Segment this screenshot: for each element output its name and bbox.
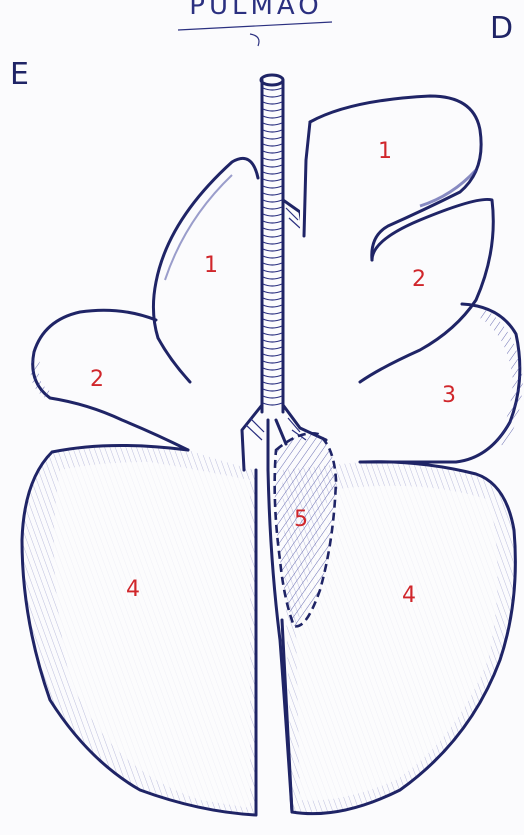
- label-right-middle-lobe: 2: [412, 267, 426, 292]
- trachea-ring: [263, 382, 282, 384]
- title-underline-tail: [250, 34, 259, 46]
- trachea-ring: [263, 123, 282, 125]
- right-side-marker: D: [490, 11, 513, 46]
- right-upper-lobe: [300, 96, 481, 300]
- trachea-ring: [263, 305, 282, 307]
- trachea-ring: [263, 284, 282, 286]
- trachea-ring: [263, 200, 282, 202]
- trachea-ring: [263, 347, 282, 349]
- trachea-ring: [263, 179, 282, 181]
- trachea-ring: [263, 312, 282, 314]
- trachea-ring: [263, 298, 282, 300]
- trachea-ring: [263, 88, 282, 90]
- trachea-ring: [263, 263, 282, 265]
- label-left-middle-lobe: 2: [90, 367, 104, 392]
- trachea-ring: [263, 375, 282, 377]
- trachea-ring: [263, 403, 282, 405]
- left-upper-lobe: [153, 158, 258, 405]
- trachea-ring: [263, 340, 282, 342]
- trachea-ring: [263, 102, 282, 104]
- trachea-ring: [263, 249, 282, 251]
- trachea-ring: [263, 95, 282, 97]
- trachea-ring: [263, 256, 282, 258]
- trachea-ring: [263, 207, 282, 209]
- title-underline: [178, 22, 332, 30]
- label-right-lower-lobe: 4: [402, 583, 416, 608]
- label-left-upper-lobe: 1: [204, 253, 218, 278]
- trachea: [261, 75, 283, 412]
- trachea-ring: [263, 333, 282, 335]
- trachea-ring: [263, 235, 282, 237]
- trachea-ring: [263, 326, 282, 328]
- trachea-ring: [263, 109, 282, 111]
- trachea-ring: [263, 130, 282, 132]
- trachea-ring: [263, 361, 282, 363]
- trachea-ring: [263, 277, 282, 279]
- trachea-ring: [263, 291, 282, 293]
- diagram-title: PULMAO: [189, 0, 322, 21]
- label-left-lower-lobe: 4: [126, 577, 140, 602]
- trachea-ring: [263, 214, 282, 216]
- left-lower-lobe: [22, 445, 256, 815]
- trachea-ring: [263, 144, 282, 146]
- trachea-ring: [263, 242, 282, 244]
- trachea-ring: [263, 165, 282, 167]
- trachea-ring: [263, 389, 282, 391]
- label-mediastinal-lobe: 5: [294, 507, 308, 532]
- trachea-ring: [263, 396, 282, 398]
- trachea-ring: [263, 319, 282, 321]
- trachea-ring: [263, 158, 282, 160]
- trachea-ring: [263, 186, 282, 188]
- trachea-ring: [263, 137, 282, 139]
- trachea-ring: [263, 151, 282, 153]
- label-right-accessory-lobe: 3: [442, 383, 456, 408]
- trachea-ring: [263, 354, 282, 356]
- trachea-ring: [263, 116, 282, 118]
- label-right-upper-lobe: 1: [378, 139, 392, 164]
- left-side-marker: E: [10, 57, 29, 92]
- right-accessory-lobe: [360, 304, 520, 462]
- trachea-ring: [263, 368, 282, 370]
- trachea-ring: [263, 193, 282, 195]
- trachea-ring: [263, 270, 282, 272]
- trachea-ring: [263, 228, 282, 230]
- trachea-ring: [263, 172, 282, 174]
- trachea-ring: [263, 221, 282, 223]
